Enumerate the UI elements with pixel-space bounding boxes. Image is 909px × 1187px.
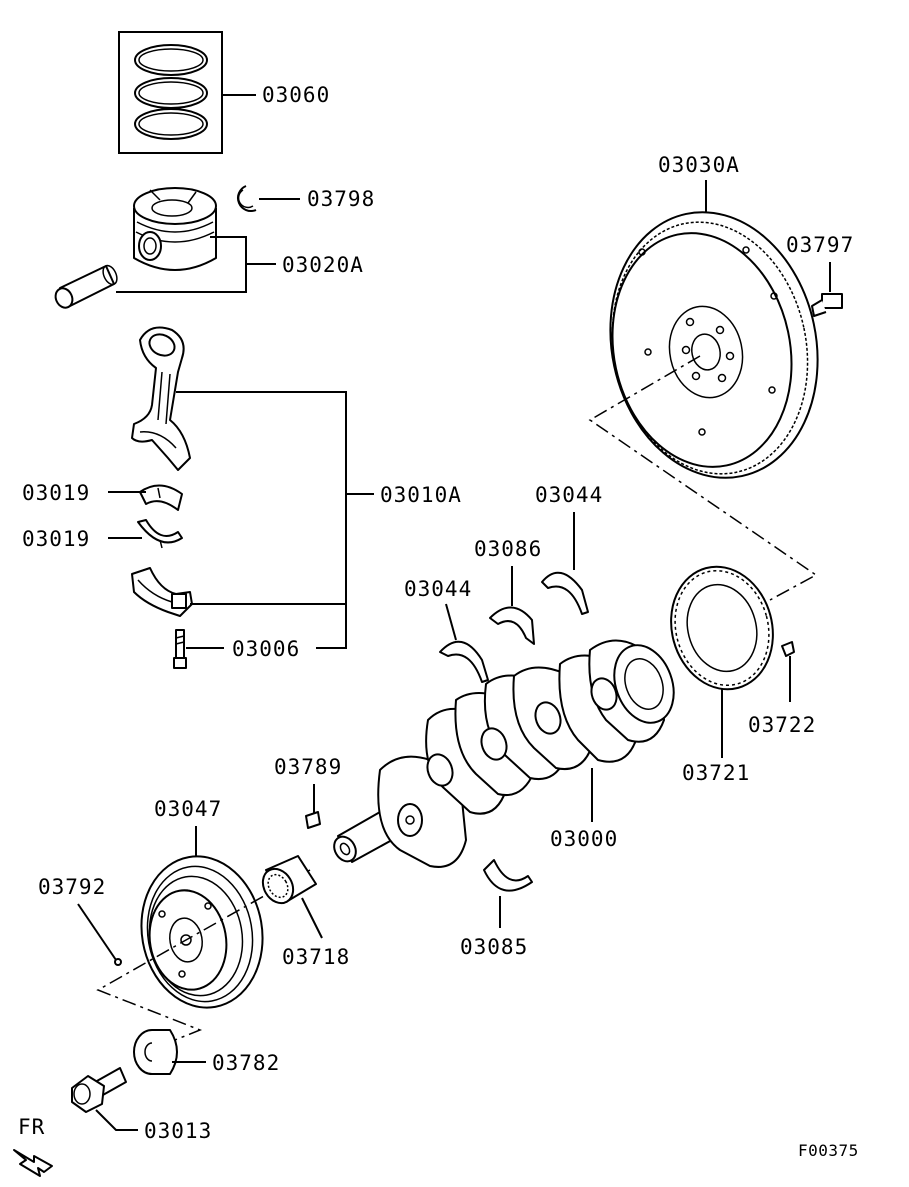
connecting-rod <box>131 326 191 471</box>
label-thrust-bearing-a: 03044 <box>535 483 603 507</box>
label-pulley-bolt: 03013 <box>144 1119 212 1143</box>
label-piston-rings: 03060 <box>262 83 330 107</box>
piston-rings <box>118 31 223 154</box>
centerline-pulley <box>96 869 311 1051</box>
label-direction: FR <box>18 1115 45 1139</box>
piston-pin <box>54 264 118 309</box>
flywheel <box>609 211 819 479</box>
bearing-lower <box>137 519 183 549</box>
label-key: 03789 <box>274 755 342 779</box>
label-pulley: 03047 <box>154 797 222 821</box>
label-bearing-lower: 03019 <box>22 527 90 551</box>
washer <box>133 1029 178 1075</box>
pin-03792 <box>114 958 122 966</box>
centerline-flywheel <box>588 355 818 601</box>
label-pulley-bolt-pin: 03792 <box>38 875 106 899</box>
label-flywheel: 03030A <box>658 153 740 177</box>
label-conrod-assy: 03010A <box>380 483 462 507</box>
label-main-bearing-lower: 03085 <box>460 935 528 959</box>
bushing <box>261 855 317 905</box>
bracket-03010A <box>176 391 347 649</box>
figure-code: F00375 <box>798 1141 859 1160</box>
crankshaft <box>333 639 675 868</box>
label-snap-ring: 03798 <box>307 187 375 211</box>
main-bearing-lower <box>483 859 533 892</box>
label-thrust-bearing-b: 03044 <box>404 577 472 601</box>
piston <box>133 187 217 271</box>
label-sensor-plate-screw: 03722 <box>748 713 816 737</box>
label-bushing: 03718 <box>282 945 350 969</box>
thrust-bearing-b <box>439 640 489 683</box>
bearing-upper <box>139 484 183 511</box>
front-arrow-icon <box>13 1149 53 1177</box>
rod-cap <box>131 567 193 617</box>
label-piston-pin-assy: 03020A <box>282 253 364 277</box>
flywheel-bolt <box>811 293 843 317</box>
label-main-bearing-upper: 03086 <box>474 537 542 561</box>
label-washer: 03782 <box>212 1051 280 1075</box>
sensor-plate <box>670 565 774 691</box>
conrod-bolt <box>173 629 187 669</box>
snap-ring <box>237 185 257 212</box>
pulley-bolt <box>71 1067 127 1113</box>
key <box>305 811 321 829</box>
label-conrod-bolt: 03006 <box>232 637 300 661</box>
main-bearing-upper <box>489 606 535 645</box>
label-flywheel-bolt: 03797 <box>786 233 854 257</box>
leader-03718 <box>301 897 323 939</box>
leader-03013 <box>95 1109 138 1131</box>
pulley <box>140 855 264 1009</box>
leader-03792 <box>77 903 117 961</box>
label-crankshaft: 03000 <box>550 827 618 851</box>
label-bearing-upper: 03019 <box>22 481 90 505</box>
label-sensor-plate: 03721 <box>682 761 750 785</box>
thrust-bearing-a <box>541 571 589 615</box>
leader-03044b <box>445 603 457 641</box>
sensor-plate-screw <box>781 641 795 657</box>
